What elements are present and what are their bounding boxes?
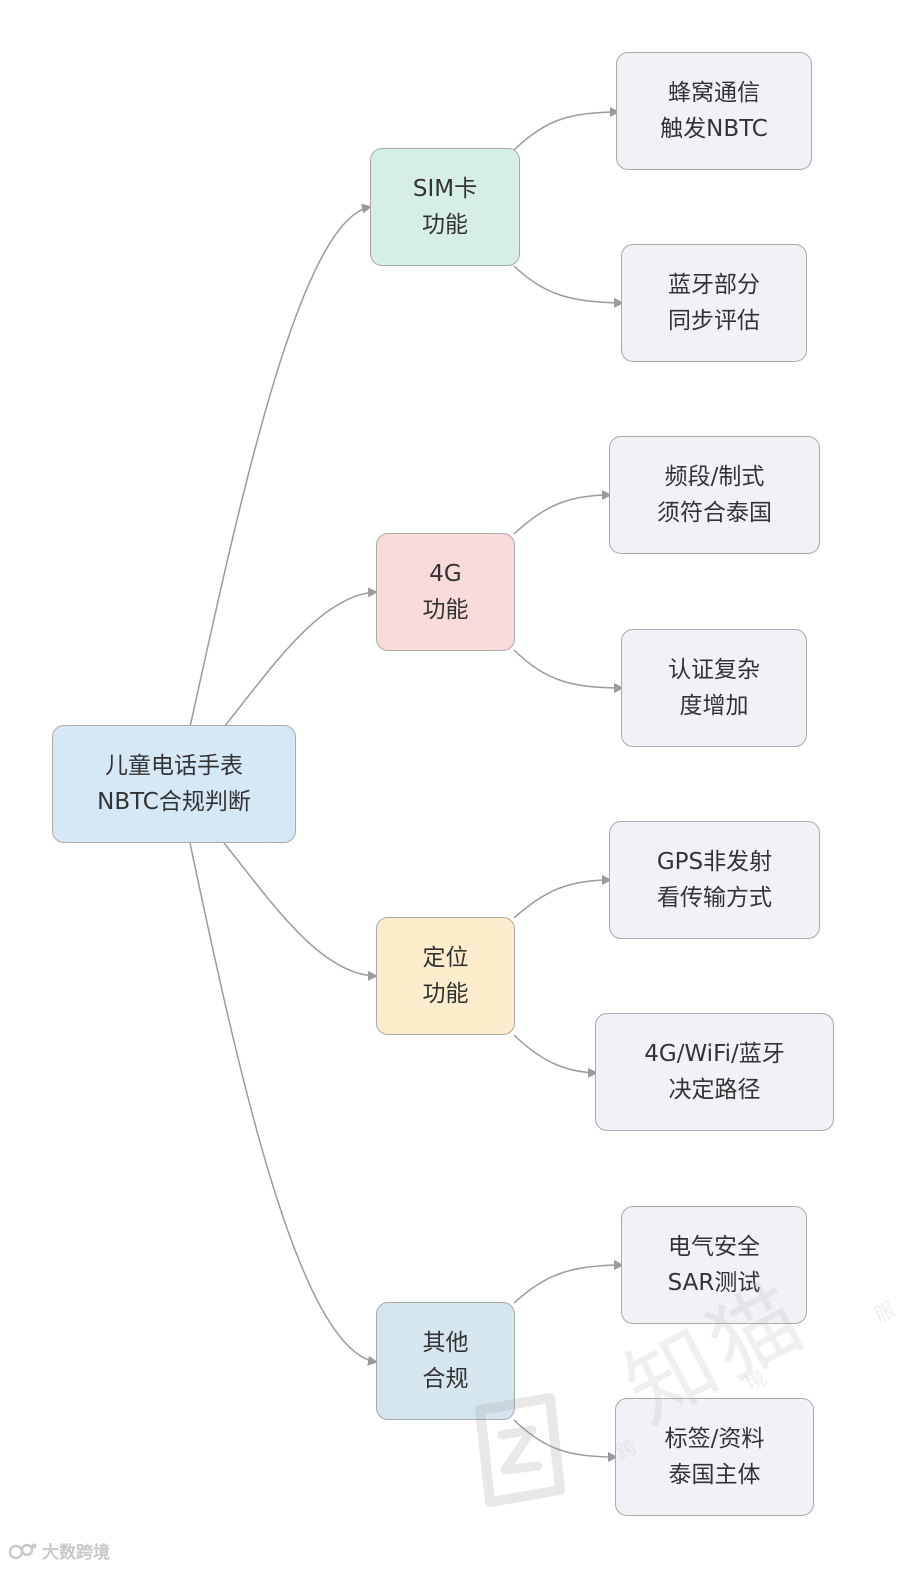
branch-sim-node: SIM卡 功能 (370, 148, 520, 266)
leaf-label: 度增加 (679, 693, 749, 719)
leaf-label: 4G/WiFi/蓝牙 (644, 1041, 785, 1067)
leaf-label-node: 标签/资料 泰国主体 (615, 1398, 814, 1516)
leaf-label: 电气安全 (668, 1234, 760, 1260)
branch-4g-node: 4G 功能 (376, 533, 515, 651)
leaf-label: 决定路径 (668, 1077, 761, 1103)
credit-logo-icon (8, 1543, 37, 1559)
branch-label: 合规 (422, 1366, 469, 1392)
edge-sim-leaf2 (513, 265, 624, 308)
leaf-label: 触发NBTC (660, 116, 768, 142)
leaf-bluetooth-node: 蓝牙部分 同步评估 (621, 244, 807, 362)
leaf-label: 泰国主体 (668, 1462, 761, 1488)
credit-mark: 大数跨境 (8, 1538, 110, 1563)
root-subtitle: NBTC合规判断 (97, 789, 251, 815)
branch-label: 4G (429, 561, 462, 587)
edge-sim-leaf1 (513, 107, 620, 151)
leaf-gps-node: GPS非发射 看传输方式 (609, 821, 820, 939)
leaf-label: 须符合泰国 (657, 500, 772, 526)
edge-root-location (223, 842, 378, 981)
leaf-label: 蜂窝通信 (668, 80, 760, 106)
branch-location-node: 定位 功能 (376, 917, 515, 1035)
edge-location-leaf1 (513, 875, 612, 919)
leaf-label: 频段/制式 (664, 464, 765, 490)
edge-root-other (189, 842, 378, 1366)
branch-label: 功能 (421, 212, 468, 238)
edge-location-leaf2 (513, 1034, 598, 1078)
branch-label: SIM卡 (412, 176, 478, 202)
leaf-path-node: 4G/WiFi/蓝牙 决定路径 (595, 1013, 834, 1131)
leaf-label: 蓝牙部分 (668, 272, 760, 298)
root-node: 儿童电话手表 NBTC合规判断 (52, 725, 296, 843)
edge-root-4g (223, 587, 378, 728)
branch-label: 功能 (422, 597, 469, 623)
branch-other-node: 其他 合规 (376, 1302, 515, 1420)
leaf-label: 标签/资料 (664, 1426, 765, 1452)
branch-label: 其他 (422, 1330, 469, 1356)
root-title: 儿童电话手表 (105, 753, 243, 779)
leaf-complexity-node: 认证复杂 度增加 (621, 629, 807, 747)
edge-root-sim (189, 203, 372, 728)
leaf-label: SAR测试 (667, 1270, 761, 1296)
leaf-band-node: 频段/制式 须符合泰国 (609, 436, 820, 554)
leaf-cellular-node: 蜂窝通信 触发NBTC (616, 52, 812, 170)
leaf-safety-node: 电气安全 SAR测试 (621, 1206, 807, 1324)
edge-4g-leaf1 (513, 490, 612, 535)
branch-label: 定位 (422, 945, 469, 971)
edge-other-leaf2 (513, 1419, 618, 1462)
leaf-label: 看传输方式 (656, 885, 772, 911)
branch-label: 功能 (422, 981, 469, 1007)
edge-other-leaf1 (513, 1260, 624, 1304)
credit-text: 大数跨境 (42, 1543, 110, 1563)
leaf-label: 认证复杂 (668, 657, 760, 683)
leaf-label: GPS非发射 (656, 849, 773, 875)
edge-4g-leaf2 (513, 649, 624, 693)
leaf-label: 同步评估 (668, 308, 760, 334)
